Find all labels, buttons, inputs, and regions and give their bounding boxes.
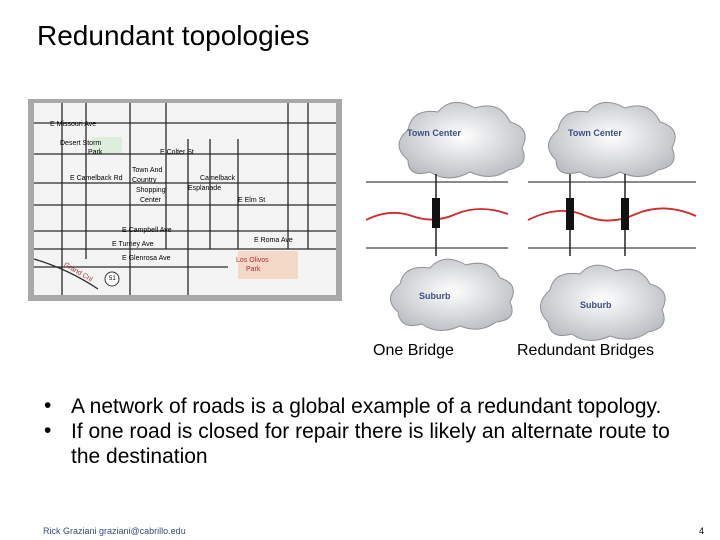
street-map-graphic: [28, 99, 342, 301]
map-label-elm: E Elm St: [238, 197, 266, 204]
bullet-dot: •: [44, 419, 52, 442]
bullet-list: • A network of roads is a global example…: [44, 394, 684, 469]
map-label-town-and: Town And: [132, 167, 163, 174]
bullet-text: If one road is closed for repair there i…: [71, 420, 670, 468]
label-town-center-left: Town Center: [407, 128, 461, 138]
label-suburb-left: Suburb: [419, 291, 451, 301]
map-label-park: Park: [88, 149, 103, 156]
bullet-text: A network of roads is a global example o…: [71, 395, 662, 418]
label-town-center-right: Town Center: [568, 128, 622, 138]
map-label-camelback: Camelback: [200, 175, 236, 182]
city-street-map: E Missouri Ave Desert Storm Park E Colte…: [28, 99, 342, 301]
map-label-los-olivos-park: Park: [246, 266, 261, 273]
map-label-los-olivos: Los Olivos: [236, 257, 269, 264]
map-label-center: Center: [140, 197, 162, 204]
bridge-left: [432, 174, 440, 256]
map-label-route: 51: [109, 276, 116, 282]
bullet-item: • If one road is closed for repair there…: [44, 419, 684, 469]
map-label-glenrosa: E Glenrosa Ave: [122, 255, 171, 262]
river-banks: [366, 181, 696, 249]
map-label-colter: E Colter St: [160, 149, 194, 156]
map-label-campbell: E Campbell Ave: [122, 227, 172, 234]
map-label-missouri: E Missouri Ave: [50, 121, 97, 128]
page-number: 4: [698, 526, 704, 536]
river-right: [527, 207, 697, 222]
map-label-desert-storm: Desert Storm: [60, 140, 102, 147]
cloud-suburb-right: [540, 264, 666, 341]
cloud-town-center-left: [398, 101, 526, 179]
map-label-roma: E Roma Ave: [254, 237, 293, 244]
cloud-suburb-left: [390, 258, 514, 331]
bridge-topology-diagram: [365, 101, 697, 341]
slide-title: Redundant topologies: [37, 20, 310, 51]
map-label-country: Country: [132, 177, 157, 184]
map-label-camelback-rd: E Camelback Rd: [70, 175, 123, 182]
bridge-right-2: [621, 174, 629, 256]
bullet-dot: •: [44, 394, 52, 417]
bullet-item: • A network of roads is a global example…: [44, 394, 684, 419]
caption-one-bridge: One Bridge: [373, 342, 454, 359]
map-label-esplanade: Esplanade: [188, 185, 222, 192]
map-label-turney: E Turney Ave: [112, 241, 154, 248]
map-label-shopping: Shopping: [136, 187, 166, 194]
footer-author: Rick Graziani graziani@cabrillo.edu: [43, 526, 186, 536]
bridge-right-1: [566, 174, 574, 256]
caption-redundant-bridges: Redundant Bridges: [517, 342, 654, 359]
cloud-town-center-right: [548, 101, 676, 179]
label-suburb-right: Suburb: [580, 300, 612, 310]
